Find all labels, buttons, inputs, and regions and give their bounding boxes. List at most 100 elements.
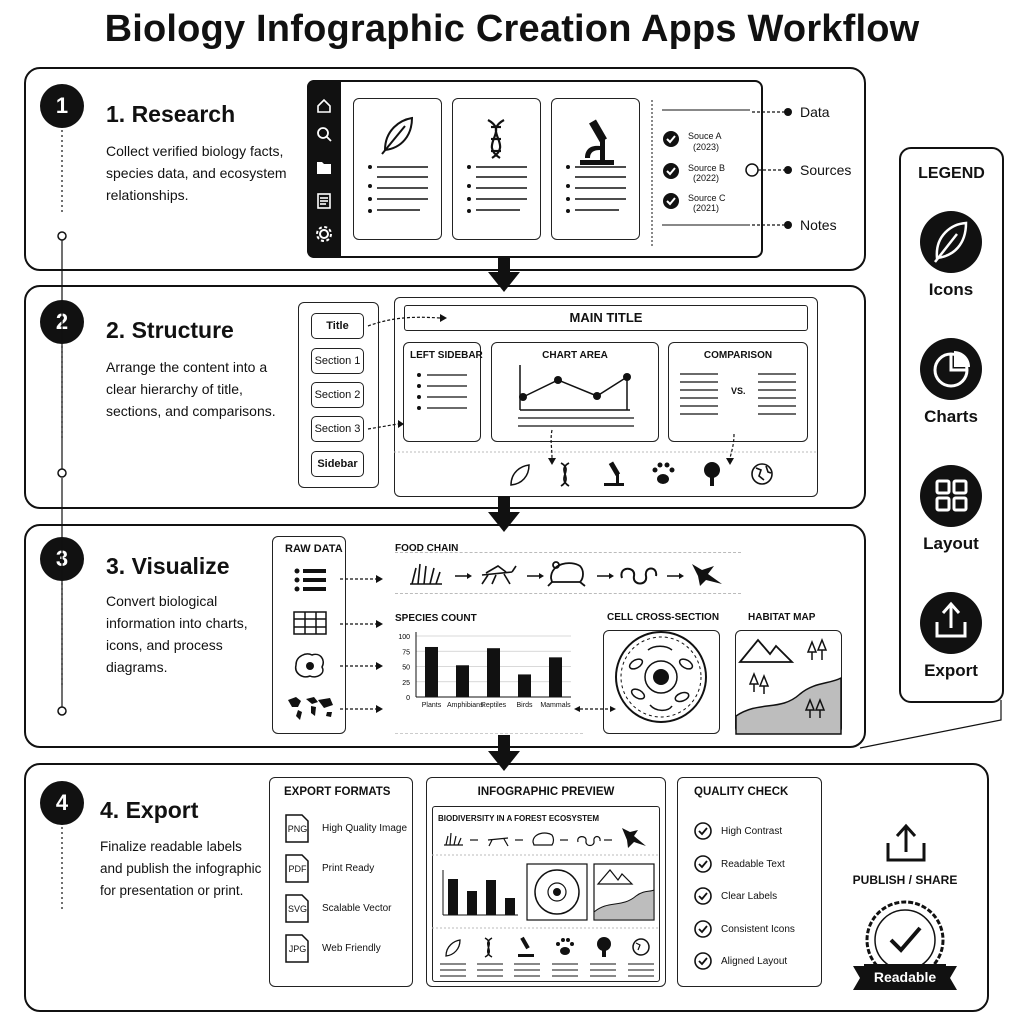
tree-icon (704, 462, 720, 486)
category-label: Plants (421, 702, 442, 709)
format-pdf-icon[interactable]: PDF (288, 864, 307, 874)
quality-item-clear-labels[interactable]: Clear Labels (721, 891, 778, 902)
callout-data: Data (800, 104, 830, 120)
layout-chart-area[interactable] (491, 342, 659, 442)
layout-icon-row (510, 461, 773, 487)
infographic-preview-title: INFOGRAPHIC PREVIEW (477, 786, 615, 798)
bar-amphibians[interactable] (456, 665, 469, 697)
layout-chart-area-label: CHART AREA (542, 350, 608, 361)
format-pdf-label[interactable]: Print Ready (322, 863, 375, 874)
format-svg-icon[interactable]: SVG (287, 904, 307, 914)
category-label: Amphibians (447, 702, 484, 709)
y-tick-label: 50 (402, 665, 410, 672)
frog-icon (547, 561, 586, 587)
legend-layout-label: Layout (923, 534, 979, 553)
callout-sources: Sources (800, 162, 852, 178)
world-map-icon (288, 697, 333, 720)
quality-item-aligned-layout[interactable]: Aligned Layout (721, 956, 788, 967)
quality-item-readable-text[interactable]: Readable Text (721, 859, 785, 870)
step-1-description: Collect verified biology facts, species … (106, 143, 287, 203)
layout-left-sidebar[interactable] (403, 342, 481, 442)
layout-main-title[interactable] (404, 305, 808, 331)
category-label: Birds (516, 702, 533, 709)
layout-comparison-label: COMPARISON (703, 350, 773, 361)
y-tick-label: 100 (398, 634, 410, 641)
y-tick-label: 25 (402, 680, 410, 687)
research-card-genetics[interactable] (452, 98, 541, 240)
legend-layout-circle (920, 465, 982, 527)
layout-comparison[interactable] (668, 342, 808, 442)
upload-icon (935, 601, 967, 638)
y-tick-label: 0 (406, 695, 410, 702)
step-1-heading: 1. Research (106, 101, 236, 127)
food-chain-strip (395, 552, 741, 594)
globe-icon (751, 463, 773, 485)
readable-seal-icon (853, 900, 957, 990)
preview-heading: BIODIVERSITY IN A FOREST ECOSYSTEM (438, 814, 600, 823)
food-chain-label: FOOD CHAIN (395, 543, 459, 554)
quality-check-panel (677, 777, 822, 987)
source-a-name: Souce A (688, 131, 722, 141)
paw-icon (652, 462, 675, 484)
step-1-badge: 1 (40, 84, 84, 128)
folder-icon[interactable] (317, 162, 331, 174)
source-c-year: (2021) (693, 203, 720, 213)
page-title: Biology Infographic Creation Apps Workfl… (104, 8, 920, 50)
format-png-label[interactable]: High Quality Image (322, 823, 408, 834)
cell-icon (294, 653, 324, 678)
dna-icon (487, 119, 505, 159)
format-jpg-label[interactable]: Web Friendly (322, 943, 381, 954)
gear-icon[interactable] (316, 226, 332, 242)
snake-icon (620, 567, 658, 585)
bar-reptiles[interactable] (487, 648, 500, 697)
research-card-plants[interactable] (353, 98, 442, 240)
outline-section-3[interactable]: Section 3 (311, 416, 364, 442)
layout-vs-label: VS. (731, 386, 746, 396)
format-jpg-icon[interactable]: JPG (288, 944, 307, 954)
grass-icon (410, 563, 442, 585)
outline-section-1[interactable]: Section 1 (311, 348, 364, 374)
step-4-description: Finalize readable labels and publish the… (100, 839, 262, 898)
legend-charts-label: Charts (924, 407, 978, 426)
quality-item-high-contrast[interactable]: High Contrast (721, 826, 783, 837)
app-sidebar-icons (316, 98, 332, 242)
cell-cross-section-label: CELL CROSS-SECTION (607, 612, 720, 623)
species-count-label: SPECIES COUNT (395, 613, 477, 624)
eagle-icon (692, 564, 722, 586)
bar-mammals[interactable] (549, 657, 562, 697)
format-png-icon[interactable]: PNG (287, 824, 308, 834)
leaf-icon (510, 464, 530, 486)
bar-plants[interactable] (425, 646, 438, 697)
dna-icon (560, 462, 570, 487)
bar-birds[interactable] (518, 674, 531, 697)
category-label: Reptiles (480, 702, 507, 709)
publish-share-label[interactable]: PUBLISH / SHARE (852, 873, 958, 887)
microscope-icon (604, 461, 624, 486)
format-svg-label[interactable]: Scalable Vector (322, 903, 392, 914)
leaf-icon (381, 116, 414, 155)
document-icon[interactable] (317, 193, 331, 209)
outline-section-2[interactable]: Section 2 (311, 382, 364, 408)
quality-check-title: QUALITY CHECK (694, 786, 789, 798)
step-4-badge: 4 (40, 781, 84, 825)
step-2-description: Arrange the content into a clear hierarc… (106, 359, 276, 419)
quality-item-consistent-icons[interactable]: Consistent Icons (721, 924, 795, 935)
source-b-year: (2022) (693, 173, 720, 183)
legend-icons-label: Icons (928, 280, 974, 299)
layout-left-sidebar-label: LEFT SIDEBAR (410, 350, 483, 361)
species-chart-frame (395, 626, 583, 734)
legend-export-label: Export (924, 661, 978, 680)
outline-title[interactable]: Title (311, 313, 364, 339)
home-icon[interactable] (317, 98, 331, 113)
search-icon[interactable] (317, 127, 332, 142)
step-2-heading: 2. Structure (106, 317, 234, 343)
outline-sidebar[interactable]: Sidebar (311, 451, 364, 477)
